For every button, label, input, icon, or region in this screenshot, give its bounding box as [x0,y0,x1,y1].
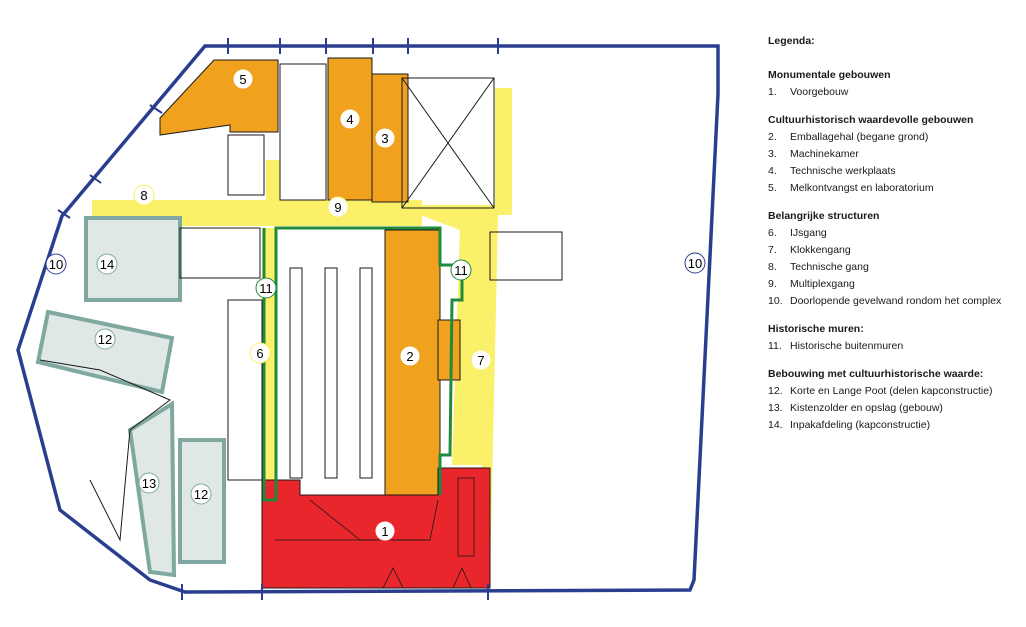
map-labels: 1 2 3 4 5 6 7 8 9 10 10 11 11 12 12 13 1… [45,68,706,542]
svg-text:10: 10 [49,257,63,272]
map-label-10b: 10 [684,252,706,274]
map-label-4: 4 [339,108,361,130]
legend-item: 5.Melkontvangst en laboratorium [768,182,934,194]
legend-heading: Cultuurhistorisch waardevolle gebouwen [768,114,974,126]
map-label-3: 3 [374,127,396,149]
map-label-12a: 12 [94,328,116,350]
legend-item: 8.Technische gang [768,261,869,273]
map-label-12b: 12 [190,483,212,505]
svg-text:11: 11 [259,281,273,296]
legend-heading: Bebouwing met cultuurhistorische waarde: [768,368,984,380]
legend-item: 11.Historische buitenmuren [768,340,904,352]
map-label-7: 7 [470,349,492,371]
historic-wall [262,226,464,502]
legend-item: 13.Kistenzolder en opslag (gebouw) [768,402,943,414]
svg-text:14: 14 [100,257,114,272]
map-label-11a: 11 [450,259,472,281]
monument-roof-lines [275,477,475,589]
svg-text:2: 2 [406,349,413,364]
legend-item: 3.Machinekamer [768,148,859,160]
building-14 [84,216,182,302]
legend-item: 2.Emballagehal (begane grond) [768,131,929,143]
legend-title: Legenda: [768,35,815,47]
yellow-stub [266,160,280,200]
map-label-2: 2 [399,345,421,367]
legend-item: 10.Doorlopende gevelwand rondom het comp… [768,295,1002,307]
map-label-14: 14 [96,253,118,275]
legend-heading: Belangrijke structuren [768,210,880,222]
map-label-1: 1 [374,520,396,542]
svg-text:9: 9 [334,200,341,215]
legend: Legenda: Monumentale gebouwen 1.Voorgebo… [768,34,1023,435]
building-2b [437,319,461,381]
legend-item: 4.Technische werkplaats [768,165,896,177]
svg-text:13: 13 [142,476,156,491]
svg-text:5: 5 [239,72,246,87]
legend-item: 14.Inpakafdeling (kapconstructie) [768,419,931,431]
legend-item: 1.Voorgebouw [768,86,849,98]
svg-text:11: 11 [454,263,468,278]
svg-text:12: 12 [194,487,208,502]
facade-ticks [57,38,499,600]
interior-outlines [39,63,563,542]
legend-item: 12.Korte en Lange Poot (delen kapconstru… [768,385,993,397]
klokkengang-7 [420,88,512,580]
map-label-6: 6 [249,342,271,364]
map-label-9: 9 [327,196,349,218]
svg-text:10: 10 [688,256,702,271]
svg-text:4: 4 [346,112,353,127]
svg-text:3: 3 [381,131,388,146]
map-label-8: 8 [133,184,155,206]
map-label-5: 5 [232,68,254,90]
facade-boundary-10 [16,44,720,594]
svg-text:8: 8 [140,188,147,203]
legend-item: 9.Multiplexgang [768,278,855,290]
svg-text:6: 6 [256,346,263,361]
legend-item: 7.Klokkengang [768,244,851,256]
map-label-13: 13 [138,472,160,494]
svg-text:1: 1 [381,524,388,539]
site-plan-map: 1 2 3 4 5 6 7 8 9 10 10 11 11 12 12 13 1… [16,38,720,600]
map-label-11b: 11 [255,277,277,299]
building-5 [159,59,279,136]
map-label-10a: 10 [45,253,67,275]
building-12a [35,309,175,395]
legend-heading: Historische muren: [768,323,864,335]
heritage-buildings [35,216,226,578]
svg-text:12: 12 [98,332,112,347]
svg-text:7: 7 [477,353,484,368]
legend-item: 6.IJsgang [768,227,827,239]
valuable-buildings [159,57,461,496]
legend-heading: Monumentale gebouwen [768,69,891,81]
